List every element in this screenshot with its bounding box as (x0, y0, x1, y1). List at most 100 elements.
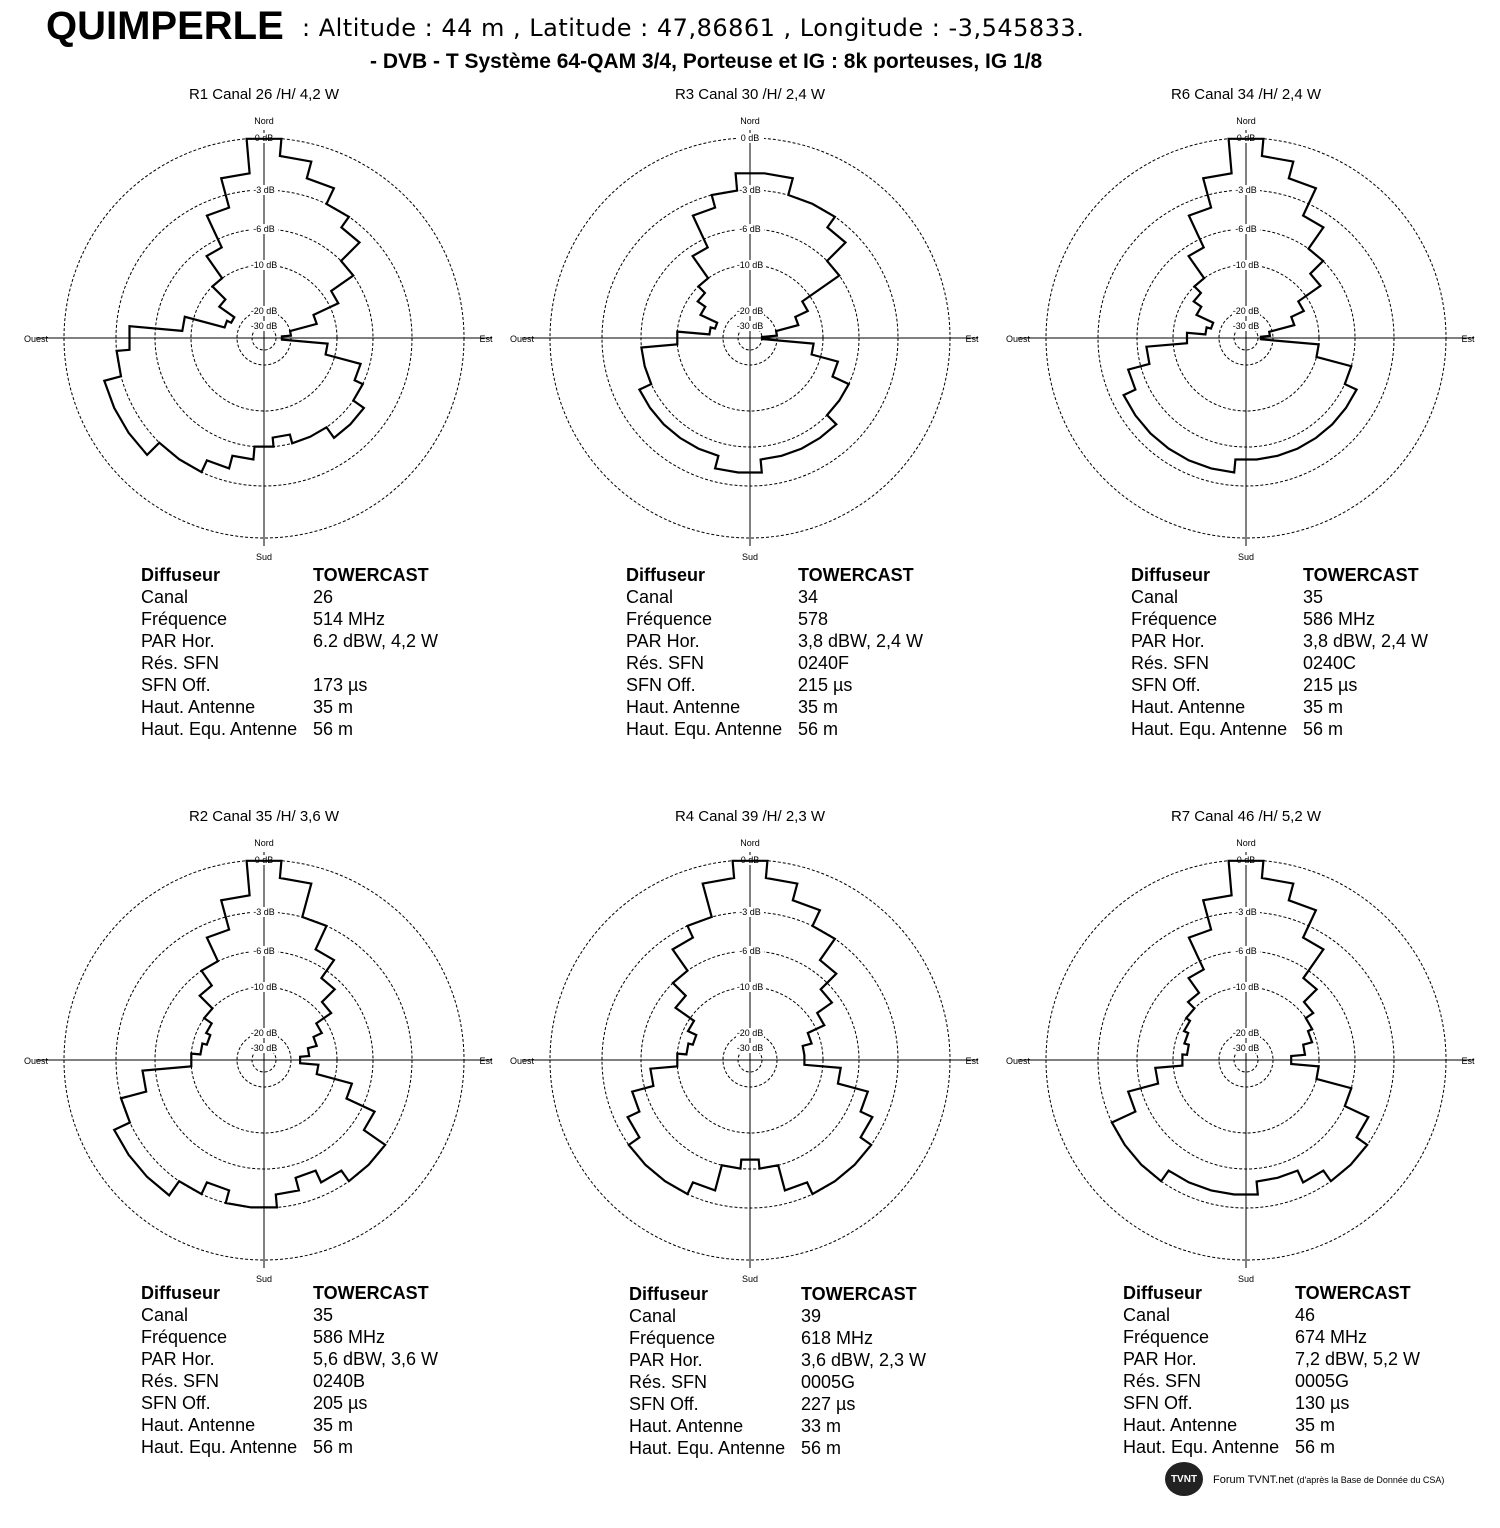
info-value: 227 µs (801, 1394, 856, 1414)
ring-label-bg (1232, 224, 1260, 234)
ring-label: -3 dB (1235, 185, 1257, 195)
info-row: SFN Off. 227 µs (629, 1393, 926, 1415)
info-label: Diffuseur (141, 1283, 221, 1303)
info-value: 39 (801, 1306, 822, 1326)
ring-label: -20 dB (737, 306, 764, 316)
ring-label-bg (250, 185, 278, 195)
ring-label-bg (1232, 1043, 1260, 1053)
ring-label-bg (736, 982, 764, 992)
label-south: Sud (256, 1274, 272, 1284)
label-west: Ouest (24, 1056, 49, 1066)
info-label: SFN Off. (629, 1394, 699, 1414)
info-row: SFN Off. 215 µs (1131, 674, 1428, 696)
system-description: - DVB - T Système 64-QAM 3/4, Porteuse e… (370, 50, 1043, 73)
info-label: Fréquence (1131, 609, 1218, 629)
info-value: 0240B (313, 1371, 366, 1391)
polar-chart-r6: 0 dB-3 dB-6 dB-10 dB-20 dB-30 dBNordSudE… (1006, 116, 1475, 562)
label-north: Nord (254, 116, 274, 126)
info-value: 34 (798, 587, 819, 607)
info-label: Haut. Equ. Antenne (626, 719, 783, 739)
info-label: Haut. Antenne (626, 697, 741, 717)
info-value: 586 MHz (1303, 609, 1376, 629)
info-label: PAR Hor. (1131, 631, 1205, 651)
info-label: Haut. Antenne (141, 697, 256, 717)
info-value: 0005G (801, 1372, 856, 1392)
ring-label-bg (250, 224, 278, 234)
radiation-pattern (1122, 137, 1359, 474)
info-value: 130 µs (1295, 1393, 1350, 1413)
info-row: PAR Hor.6.2 dBW, 4,2 W (141, 630, 438, 652)
label-south: Sud (1238, 1274, 1254, 1284)
ring-label-bg (250, 946, 278, 956)
info-row: PAR Hor.3,8 dBW, 2,4 W (1131, 630, 1428, 652)
ring-label-bg (736, 133, 764, 143)
site-coordinates: : Altitude : 44 m , Latitude : 47,86861 … (302, 14, 1085, 42)
info-value: 3,6 dBW, 2,3 W (801, 1350, 927, 1370)
info-label: SFN Off. (141, 1393, 211, 1413)
ring-label: -6 dB (739, 224, 761, 234)
polar-chart-r7: 0 dB-3 dB-6 dB-10 dB-20 dB-30 dBNordSudE… (1006, 838, 1475, 1284)
info-value: TOWERCAST (1295, 1283, 1411, 1303)
info-value: 3,8 dBW, 2,4 W (798, 631, 924, 651)
chart-panel-r7: R7 Canal 46 /H/ 5,2 W 0 dB-3 dB-6 dB-10 … (996, 808, 1496, 1528)
info-value: 215 µs (1303, 675, 1358, 695)
ring-label: -6 dB (253, 224, 275, 234)
info-label: Canal (141, 587, 189, 607)
ring-label: -3 dB (739, 907, 761, 917)
polar-chart-r4: 0 dB-3 dB-6 dB-10 dB-20 dB-30 dBNordSudE… (510, 838, 979, 1284)
ring-label-bg (736, 1043, 764, 1053)
ring-label-bg (736, 224, 764, 234)
chart-title: R1 Canal 26 /H/ 4,2 W (188, 86, 340, 103)
info-value: 35 (1303, 587, 1324, 607)
header: QUIMPERLE : Altitude : 44 m , Latitude :… (0, 0, 1500, 80)
info-label: SFN Off. (1131, 675, 1201, 695)
label-east: Est (965, 334, 979, 344)
chart-title: R2 Canal 35 /H/ 3,6 W (188, 808, 340, 825)
ring-label-bg (250, 982, 278, 992)
info-label: Rés. SFN (141, 1371, 220, 1391)
info-label: SFN Off. (141, 675, 211, 695)
ring-label: -30 dB (737, 1043, 764, 1053)
label-south: Sud (256, 552, 272, 562)
page-title: QUIMPERLE (46, 4, 284, 48)
ring-label: -30 dB (1233, 1043, 1260, 1053)
label-west: Ouest (1006, 1056, 1031, 1066)
ring-label-bg (1232, 321, 1260, 331)
info-label: Haut. Equ. Antenne (141, 719, 298, 739)
ring-label: -10 dB (1233, 260, 1260, 270)
chart-title: R7 Canal 46 /H/ 5,2 W (1170, 808, 1322, 825)
info-value: 35 m (1303, 697, 1344, 717)
label-east: Est (965, 1056, 979, 1066)
info-value: 674 MHz (1295, 1327, 1368, 1347)
info-value: TOWERCAST (798, 565, 914, 585)
chart-panel-r6: R6 Canal 34 /H/ 2,4 W 0 dB-3 dB-6 dB-10 … (996, 86, 1496, 806)
info-label: PAR Hor. (1123, 1349, 1197, 1369)
polar-chart-r1: 0 dB-3 dB-6 dB-10 dB-20 dB-30 dBNordSudE… (24, 116, 493, 562)
label-north: Nord (1236, 838, 1256, 848)
info-value: 56 m (313, 719, 354, 739)
info-value: 0240F (798, 653, 850, 673)
info-row: SFN Off.173 µs (141, 674, 438, 696)
info-label: Rés. SFN (1123, 1371, 1202, 1391)
label-east: Est (479, 1056, 493, 1066)
info-label: Diffuseur (1123, 1283, 1203, 1303)
